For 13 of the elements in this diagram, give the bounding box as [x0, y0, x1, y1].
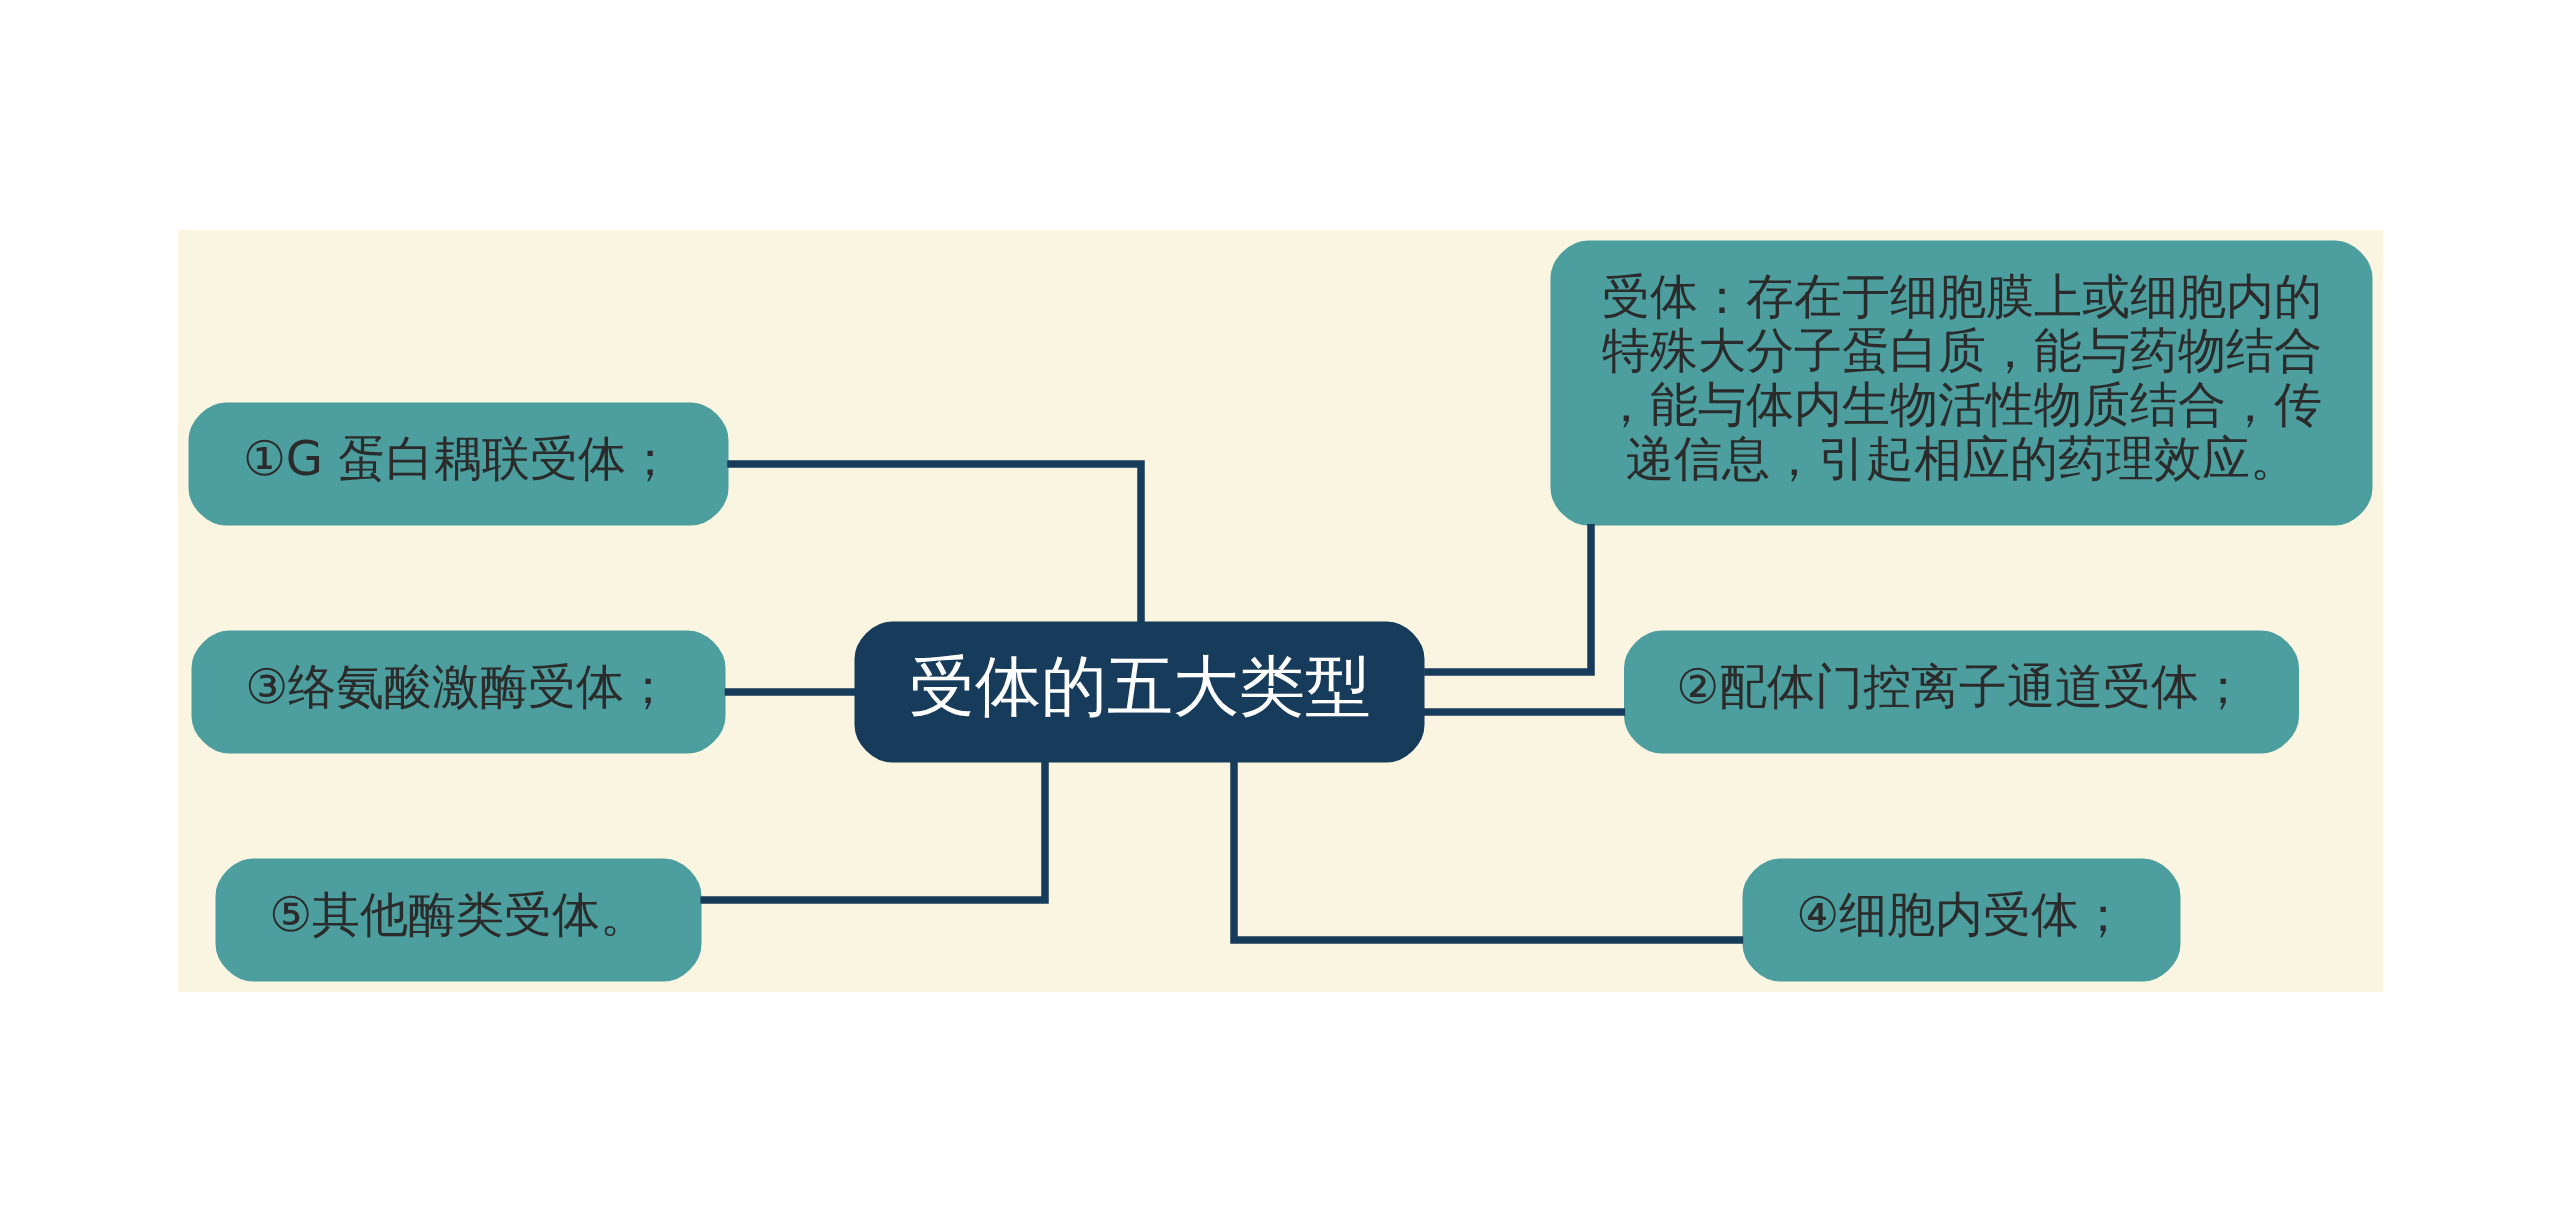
connector	[699, 760, 1049, 904]
connector	[1423, 523, 1595, 676]
node-box: ②配体门控离子通道受体；	[1623, 630, 2299, 753]
node-box: 受体的五大类型	[854, 621, 1424, 762]
connector	[1423, 707, 1625, 716]
node-box: 受体：存在于细胞膜上或细胞内的特殊大分子蛋白质，能与药物结合，能与体内生物活性物质结合，传递信息，引起相应的药理效应。	[1550, 240, 2372, 525]
node-box: ⑤其他酶类受体。	[215, 858, 701, 981]
connector	[726, 459, 1145, 622]
connector	[724, 687, 855, 696]
node-box: ①G 蛋白耦联受体；	[188, 402, 728, 525]
node-box: ④细胞内受体；	[1742, 858, 2180, 981]
node-box: ③络氨酸激酶受体；	[191, 630, 725, 753]
connector	[1229, 760, 1743, 944]
